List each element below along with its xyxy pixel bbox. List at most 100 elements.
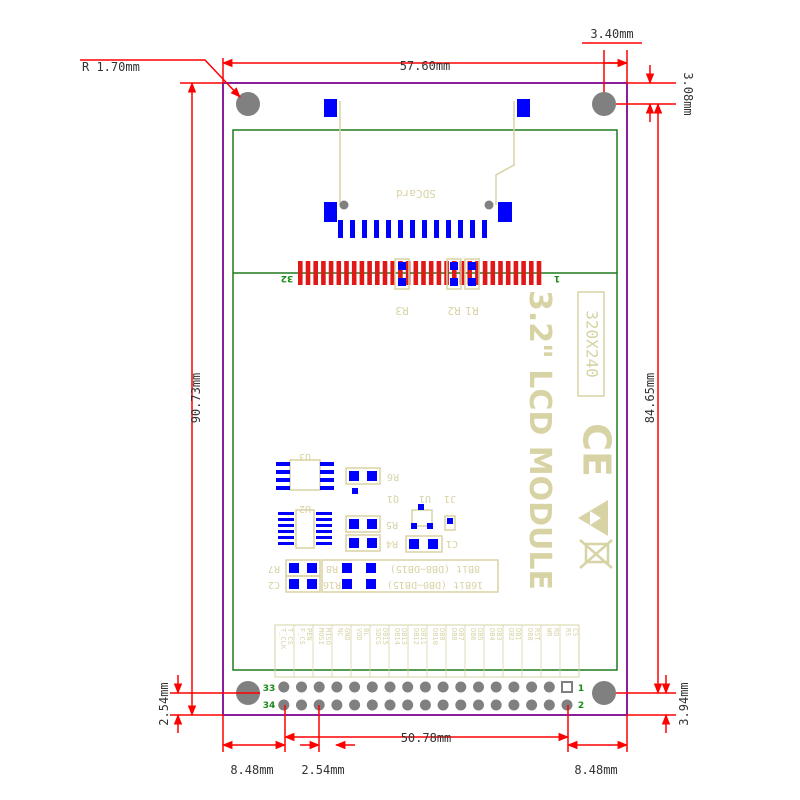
- header-signal-label: F_CS: [298, 628, 306, 645]
- pin-1-square: [561, 681, 573, 693]
- resolution-box: 320X240: [577, 291, 605, 397]
- j1-label: J1: [444, 493, 456, 504]
- header-signal-label: VDD: [355, 628, 363, 641]
- dim-corner-radius: R 1.70mm: [82, 60, 140, 74]
- bus-select: R8 R16 8Bit (DB8~DB15) 16Bit (DB0~DB15): [321, 559, 499, 593]
- q1-label: Q1: [387, 493, 399, 504]
- sdcard-label: SDCard: [396, 187, 436, 200]
- ic-u1: U1 J1: [411, 493, 456, 531]
- mounting-holes: [236, 92, 616, 705]
- fpc-pad: [459, 261, 465, 285]
- dim-hole-offset-x: 3.40mm: [590, 27, 633, 41]
- pin-header: 1 2 33 34: [263, 681, 584, 711]
- fpc-pad: [305, 261, 311, 285]
- resistor-r4: R4: [345, 534, 398, 552]
- header-pin: [419, 681, 431, 693]
- header-signal-label: DB14: [393, 628, 401, 645]
- header-pin: [402, 681, 414, 693]
- header-signal-label: DB15: [381, 628, 389, 645]
- resistor-r5: R5: [345, 515, 398, 533]
- dim-header-offset-bottom: 2.54mm: [157, 682, 171, 725]
- header-signal-label: BL: [362, 628, 370, 636]
- hole-bottom-right: [592, 681, 616, 705]
- header-signal-label: RD: [552, 628, 560, 636]
- dimension-lines: [80, 42, 676, 752]
- r4-label: R4: [386, 538, 398, 549]
- fpc-pad: [328, 261, 334, 285]
- header-pin: [437, 681, 449, 693]
- fpc-pad: [405, 261, 411, 285]
- dim-total-height: 90.73mm: [189, 373, 203, 424]
- header-pin: [419, 699, 431, 711]
- fpc-pad: [421, 261, 426, 285]
- header-pin: [455, 699, 467, 711]
- c1-label: C1: [446, 538, 458, 549]
- fpc-pad: [398, 261, 403, 285]
- header-pin: [366, 699, 378, 711]
- fpc-pad: [359, 261, 365, 285]
- dim-width: 57.60mm: [400, 59, 451, 73]
- header-pin: [349, 699, 361, 711]
- u3-label: U3: [299, 451, 311, 462]
- ce-mark: CE: [575, 423, 619, 477]
- pin-1-label: 1: [578, 684, 584, 694]
- header-signal-label: DB10: [431, 628, 439, 645]
- header-signal-table: CSRSRDWRRSTDB0DB1DB2DB3DB4DB5DB6DB7DB8DB…: [274, 624, 580, 678]
- module-markings: 3.2" LCD MODULE 320X240 CE: [522, 290, 619, 590]
- module-title: 3.2" LCD MODULE: [522, 290, 557, 590]
- header-pin: [402, 699, 414, 711]
- dim-right-margin: 8.48mm: [574, 763, 617, 777]
- header-signal-label: DB2: [507, 628, 515, 641]
- board-outline: [222, 82, 628, 716]
- r7-label: R7: [268, 563, 280, 574]
- hole-top-right: [592, 92, 616, 116]
- dim-hole-offset-y-top: 3.08mm: [681, 72, 695, 115]
- header-pin: [313, 681, 325, 693]
- header-pin: [508, 681, 520, 693]
- capacitor-c1: C1: [405, 535, 458, 553]
- header-pin: [490, 699, 502, 711]
- sd-card-slot: SDCard: [324, 99, 530, 238]
- header-pin: [561, 699, 573, 711]
- header-signal-label: DB3: [495, 628, 503, 641]
- resistor-r7: R7: [268, 559, 321, 577]
- fpc-pad: [482, 261, 488, 285]
- header-signal-label: DB5: [476, 628, 484, 641]
- fpc-pad: [513, 261, 519, 285]
- header-pin: [384, 681, 396, 693]
- dim-header-length: 50.78mm: [401, 731, 452, 745]
- header-signal-label: DB4: [488, 628, 496, 641]
- header-signal-label: RST: [533, 628, 541, 641]
- header-signal-label: DB11: [419, 628, 427, 645]
- weee-bin-icon: [579, 539, 613, 569]
- ic-u2: U2: [278, 503, 332, 549]
- bus16-label: 16Bit (DB0~DB15): [387, 579, 483, 590]
- header-signal-label: SDCS: [374, 628, 382, 645]
- header-signal-label: T_CS: [286, 628, 294, 645]
- fpc-pad: [351, 261, 357, 285]
- header-signal-label: DB7: [457, 628, 465, 641]
- r1-label: R1: [465, 304, 478, 317]
- header-pin: [526, 681, 538, 693]
- header-pin: [437, 699, 449, 711]
- fpc-pad: [498, 261, 503, 285]
- u1-label: U1: [419, 493, 431, 504]
- fpc-pad: [367, 261, 372, 285]
- u2-label: U2: [299, 503, 311, 514]
- header-pin: [543, 699, 555, 711]
- header-pin: [331, 699, 343, 711]
- header-signal-label: DB13: [400, 628, 408, 645]
- fpc-pad: [467, 261, 472, 285]
- header-signal-label: DB1: [514, 628, 522, 641]
- fpc-pad: [536, 261, 542, 285]
- fpc-resistors: R3 R2 R1: [394, 258, 480, 317]
- r8-label: R8: [326, 563, 338, 574]
- dim-left-margin: 8.48mm: [230, 763, 273, 777]
- header-signal-label: T_CLK: [279, 628, 287, 650]
- resolution-label: 320X240: [583, 310, 602, 377]
- header-signal-label: MISO: [324, 628, 332, 645]
- header-pin: [296, 699, 307, 711]
- header-signal-label: MOSI: [317, 628, 325, 645]
- dim-hole-pitch-y: 84.65mm: [643, 373, 657, 424]
